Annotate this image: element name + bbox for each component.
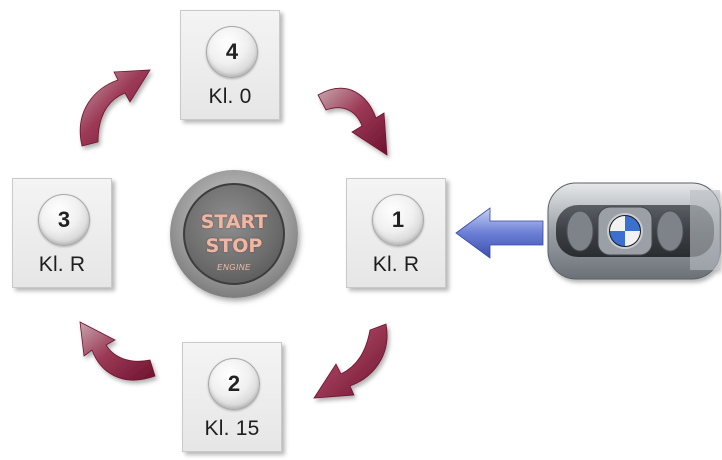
state-number-badge: 1 [372, 194, 424, 246]
state-label: Kl. 15 [204, 417, 260, 440]
bmw-key-fob-icon [547, 182, 721, 280]
state-box-2: 2 Kl. 15 [182, 342, 282, 452]
state-box-3: 3 Kl. R [12, 178, 112, 288]
arrow-1-to-2 [313, 323, 388, 399]
state-number-badge: 4 [206, 26, 258, 78]
arrow-2-to-3 [79, 321, 156, 381]
start-label: START [200, 211, 268, 233]
state-label: Kl. R [38, 253, 86, 276]
state-number-badge: 2 [208, 358, 260, 410]
state-box-1: 1 Kl. R [346, 178, 446, 288]
stop-label: STOP [205, 235, 263, 257]
arrow-left-icon [455, 207, 544, 259]
start-stop-button[interactable]: START STOP ENGINE [170, 170, 298, 298]
state-box-4: 4 Kl. 0 [180, 10, 280, 120]
state-label: Kl. 0 [208, 85, 252, 108]
arrow-4-to-1 [317, 87, 388, 156]
state-label: Kl. R [372, 253, 420, 276]
engine-label: ENGINE [217, 263, 251, 272]
arrow-3-to-4 [79, 69, 151, 147]
state-number-badge: 3 [38, 194, 90, 246]
start-stop-button-face: START STOP ENGINE [183, 183, 285, 285]
